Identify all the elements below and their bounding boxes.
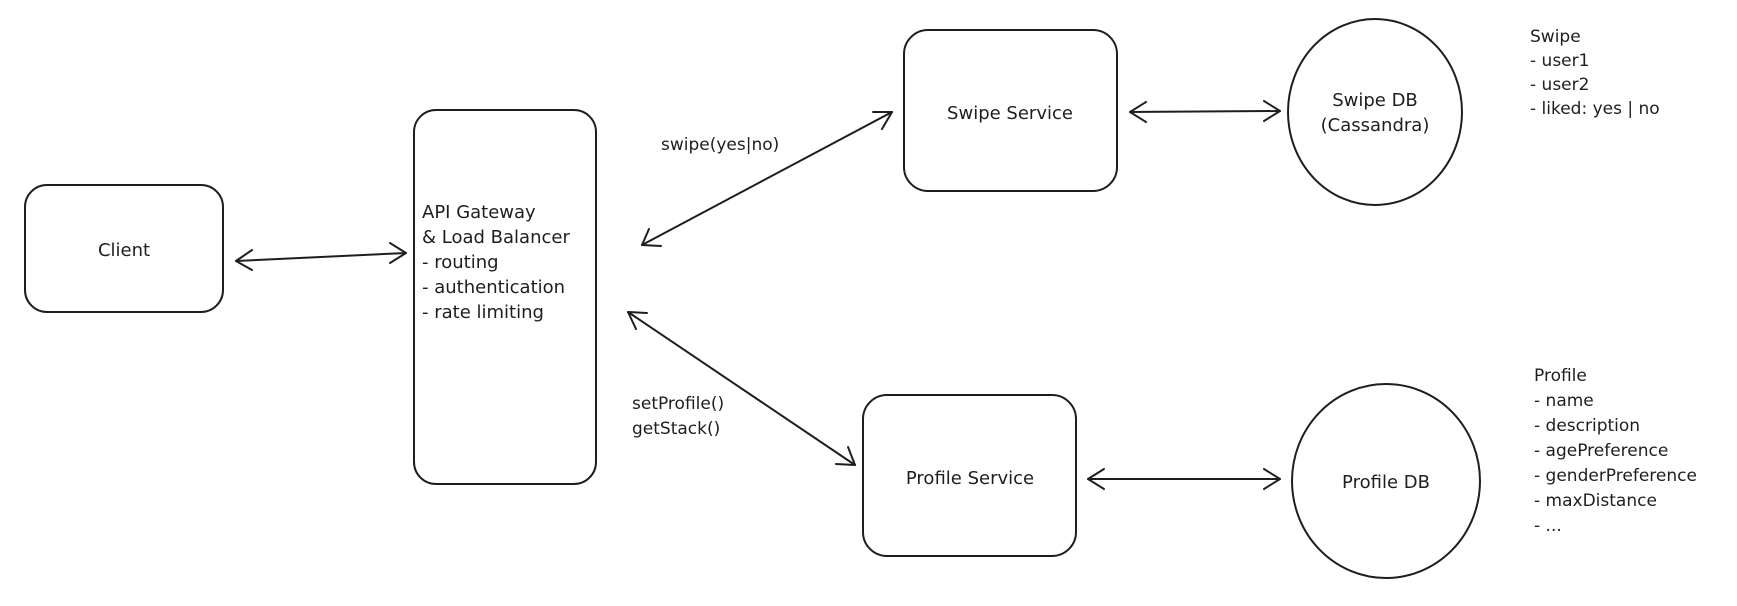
edge-gateway-profile-service-arrow-start	[627, 311, 648, 330]
edge-profile-service-db-arrow-end	[1263, 468, 1281, 490]
swipe-db-label-line-2: (Cassandra)	[1321, 115, 1430, 136]
swipe-db-node: Swipe DB (Cassandra)	[1287, 18, 1463, 206]
swipe-service-label: Swipe Service	[947, 103, 1073, 124]
edge-client-gateway-arrow-start	[235, 249, 253, 271]
gateway-node: API Gateway & Load Balancer - routing - …	[413, 109, 597, 485]
edge-gateway-swipe-service-line	[641, 111, 893, 246]
profile-db-node: Profile DB	[1291, 383, 1481, 579]
profile-service-box	[862, 394, 1077, 557]
edge-swipe-service-db-line	[1129, 110, 1281, 113]
edge-gateway-swipe-service: swipe(yes|no)	[641, 111, 893, 247]
edge-client-gateway-arrow-end	[389, 242, 407, 264]
edge-gateway-swipe-service-arrow-end	[872, 111, 893, 130]
edge-client-gateway	[235, 242, 407, 271]
gateway-label-line-4: - authentication	[422, 277, 565, 298]
swipe-schema-line-4: - liked: yes | no	[1530, 99, 1660, 119]
edge-gateway-profile-service-label-line-2: getStack()	[632, 419, 720, 439]
profile-service-label: Profile Service	[906, 468, 1034, 489]
profile-schema-line-2: - name	[1534, 391, 1594, 411]
profile-service-node: Profile Service	[862, 394, 1077, 557]
profile-schema-line-4: - agePreference	[1534, 441, 1668, 461]
gateway-label-line-1: API Gateway	[422, 202, 536, 223]
swipe-schema-line-1: Swipe	[1530, 27, 1581, 47]
gateway-box	[413, 109, 597, 485]
edge-gateway-profile-service-arrow-end	[835, 446, 856, 466]
edge-gateway-profile-service: setProfile() getStack()	[627, 311, 856, 466]
edge-gateway-swipe-service-arrow-start	[641, 228, 662, 247]
swipe-service-box	[903, 29, 1118, 192]
edge-profile-service-db-arrow-start	[1087, 468, 1105, 490]
gateway-label-line-3: - routing	[422, 252, 499, 273]
edge-profile-service-db	[1087, 468, 1281, 490]
profile-db-label: Profile DB	[1342, 472, 1430, 493]
edge-swipe-service-db-arrow-end	[1263, 100, 1281, 122]
gateway-label-line-2: & Load Balancer	[422, 227, 570, 248]
swipe-db-label-line-1: Swipe DB	[1332, 90, 1418, 111]
swipe-schema-line-2: - user1	[1530, 51, 1589, 71]
profile-schema-line-7: - ...	[1534, 516, 1562, 536]
client-node: Client	[24, 184, 224, 313]
edge-client-gateway-line	[235, 252, 407, 262]
swipe-schema-note: Swipe - user1 - user2 - liked: yes | no	[1530, 27, 1660, 119]
swipe-schema-line-3: - user2	[1530, 75, 1589, 95]
profile-db-circle	[1291, 383, 1481, 579]
edge-swipe-service-db-arrow-start	[1129, 101, 1147, 123]
client-box	[24, 184, 224, 313]
profile-schema-line-1: Profile	[1534, 366, 1587, 386]
edge-gateway-swipe-service-label: swipe(yes|no)	[661, 135, 779, 155]
swipe-service-node: Swipe Service	[903, 29, 1118, 192]
edge-gateway-profile-service-line	[627, 311, 856, 466]
edge-swipe-service-db	[1129, 100, 1281, 123]
profile-schema-line-6: - maxDistance	[1534, 491, 1657, 511]
profile-schema-line-5: - genderPreference	[1534, 466, 1697, 486]
edge-gateway-profile-service-label-line-1: setProfile()	[632, 394, 724, 414]
client-label: Client	[98, 240, 150, 261]
profile-schema-note: Profile - name - description - agePrefer…	[1534, 366, 1697, 536]
gateway-label-line-5: - rate limiting	[422, 302, 544, 323]
swipe-db-circle	[1287, 18, 1463, 206]
profile-schema-line-3: - description	[1534, 416, 1640, 436]
